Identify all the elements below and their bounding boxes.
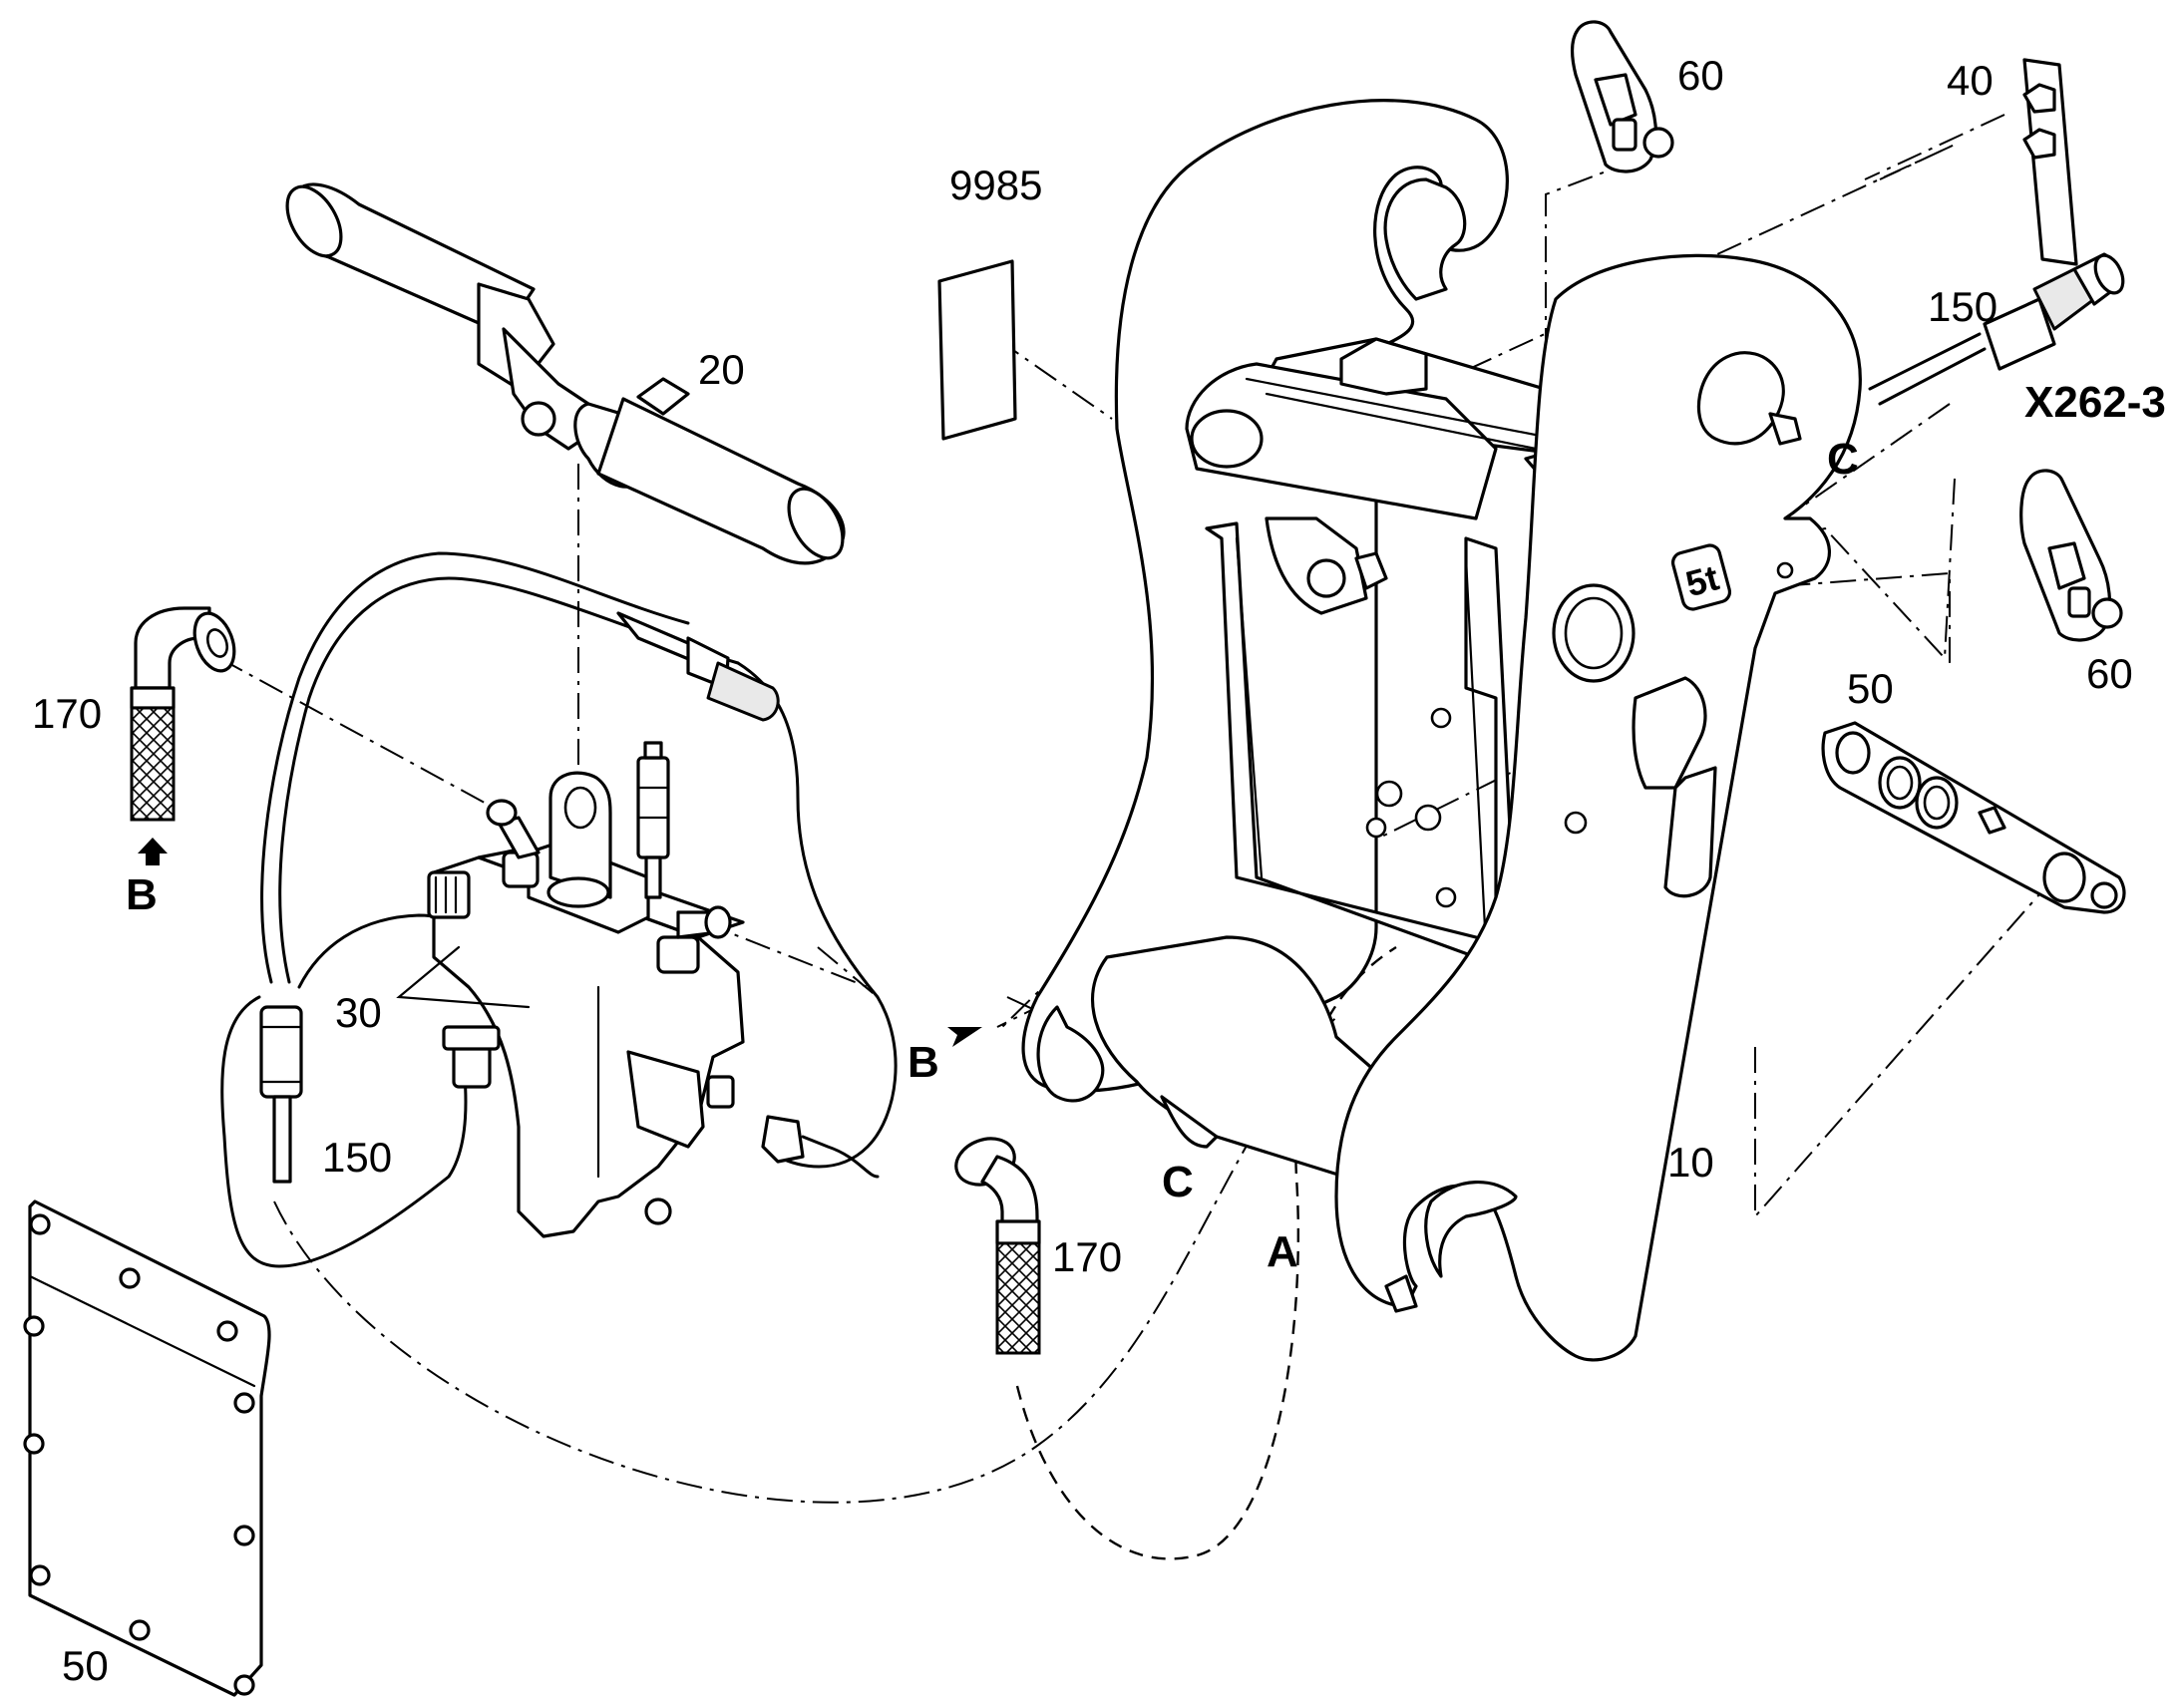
connector-150-right [1868,252,2125,406]
callout-60-right: 60 [2086,650,2133,697]
callout-150-right: 150 [1928,283,1998,330]
callout-60-top: 60 [1677,52,1724,99]
callout-50-right: 50 [1847,665,1894,712]
plate-40 [2022,58,2078,266]
coupler-frame-10: 5t [1021,99,1862,1362]
callout-20: 20 [698,346,745,393]
callout-150-left: 150 [322,1134,392,1181]
letter-a-mid: A [1267,1227,1298,1276]
letter-b-mid: B [908,1038,939,1087]
letter-c-mid: C [1162,1158,1194,1206]
plate-50-right [1821,721,2126,914]
valve-block-30 [220,551,898,1268]
hose-fitting-170-left [130,606,236,865]
cover-plate-50-bottom [23,1199,271,1697]
decal-9985 [937,259,1017,441]
hose-fitting-170-mid [954,1137,1041,1355]
callout-10: 10 [1667,1139,1714,1186]
callout-170-left: 170 [32,690,102,737]
callouts: 9985 20 170 30 150 50 170 60 40 150 X262… [32,52,2166,1689]
callout-170-mid: 170 [1052,1233,1122,1280]
pawl-60-top [1570,20,1674,173]
hydraulic-cylinder [285,182,846,565]
reference-letters: B B C C A [126,435,1859,1276]
bolt-heads [23,1213,255,1696]
pawl-60-right [2019,469,2123,642]
callout-9985: 9985 [949,162,1042,208]
letter-c-right: C [1827,435,1859,484]
letter-b-left: B [126,870,158,919]
callout-30: 30 [335,989,382,1036]
connector-x262-label: X262-3 [2024,378,2166,427]
callout-50-bottom: 50 [62,1642,109,1689]
callout-40: 40 [1947,57,1994,104]
